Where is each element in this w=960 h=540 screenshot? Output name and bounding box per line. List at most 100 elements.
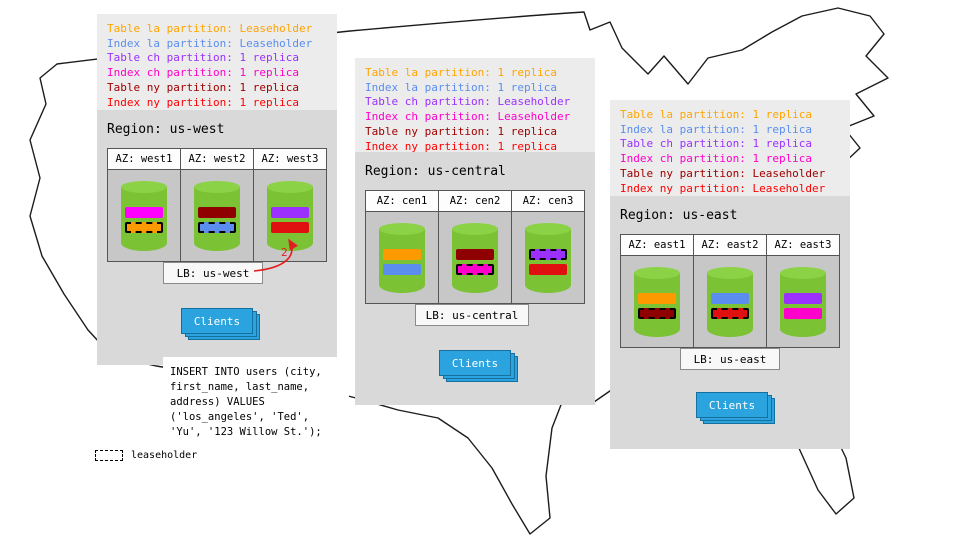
legend-line: Index ny partition: Leaseholder (620, 181, 826, 195)
az-cell (693, 256, 766, 348)
legend-line: Table ny partition: 1 replica (107, 80, 300, 94)
load-balancer-central: LB: us-central (415, 304, 529, 326)
sql-line: ('los_angeles', 'Ted', (170, 411, 310, 423)
partition-bar (529, 263, 567, 275)
clients-west: Clients (181, 308, 260, 340)
cylinder-body (780, 272, 826, 337)
leaseholder-swatch-icon (95, 450, 123, 461)
database-cylinder (267, 180, 313, 251)
legend-line: Table ch partition: 1 replica (620, 137, 813, 151)
legend-line: Table ny partition: Leaseholder (620, 166, 826, 180)
cylinder-top (121, 180, 167, 193)
partition-bar (198, 221, 236, 233)
legend-line: Table ch partition: Leaseholder (365, 95, 571, 109)
arrow-annotation: 2 (281, 246, 288, 259)
az-header: AZ: cen2 (438, 190, 511, 212)
sql-line: 'Yu', '123 Willow St.'); (170, 426, 322, 438)
partition-bar (784, 307, 822, 319)
cylinder-body (525, 228, 571, 293)
legend-line: Index la partition: 1 replica (620, 122, 813, 136)
sql-line: address) VALUES (170, 396, 265, 408)
cylinder-top (634, 266, 680, 279)
az-header: AZ: east3 (766, 234, 840, 256)
az-cell (107, 170, 180, 262)
az-table-central: AZ: cen1 AZ: cen2 AZ: cen3 (365, 190, 585, 304)
partition-legend-east: Table la partition: 1 replica Index la p… (610, 100, 850, 205)
legend-line: Table la partition: Leaseholder (107, 22, 313, 35)
partition-bar (125, 221, 163, 233)
az-cell (438, 212, 511, 304)
partition-bar (456, 263, 494, 275)
database-cylinder (525, 222, 571, 293)
database-cylinder (452, 222, 498, 293)
cylinder-body (121, 186, 167, 251)
partition-bar (271, 221, 309, 233)
az-cell (620, 256, 693, 348)
cylinder-top (267, 180, 313, 193)
az-header: AZ: cen3 (511, 190, 585, 212)
cylinder-top (780, 266, 826, 279)
az-cell (180, 170, 253, 262)
legend-line: Table la partition: 1 replica (365, 66, 558, 79)
partition-bar (638, 292, 676, 304)
region-title: Region: us-central (365, 164, 506, 179)
legend-line: Index ny partition: 1 replica (365, 139, 558, 153)
cylinder-body (379, 228, 425, 293)
partition-bar (784, 292, 822, 304)
region-us-east: Region: us-east AZ: east1 AZ: east2 AZ: … (610, 196, 850, 449)
clients-label: Clients (696, 392, 768, 418)
partition-bar (383, 248, 421, 260)
sql-line: first_name, last_name, (170, 381, 310, 393)
partition-bar (711, 307, 749, 319)
legend-line: Index ch partition: 1 replica (107, 66, 300, 80)
az-header: AZ: west1 (107, 148, 180, 170)
region-title: Region: us-east (620, 208, 738, 223)
database-cylinder (634, 266, 680, 337)
sql-line: INSERT INTO users (city, (170, 366, 322, 378)
cylinder-top (525, 222, 571, 235)
partition-bar (198, 206, 236, 218)
region-us-west: Region: us-west AZ: west1 AZ: west2 AZ: … (97, 110, 337, 365)
az-header: AZ: west2 (180, 148, 253, 170)
database-cylinder (121, 180, 167, 251)
az-cell (365, 212, 438, 304)
legend-line: Index la partition: 1 replica (365, 80, 558, 94)
clients-central: Clients (439, 350, 518, 382)
az-cell (766, 256, 840, 348)
partition-bar (529, 248, 567, 260)
partition-bar (271, 206, 309, 218)
az-cell (511, 212, 585, 304)
region-title: Region: us-west (107, 122, 225, 137)
az-header: AZ: east2 (693, 234, 766, 256)
legend-line: Table ny partition: 1 replica (365, 124, 558, 138)
cylinder-body (452, 228, 498, 293)
az-table-east: AZ: east1 AZ: east2 AZ: east3 (620, 234, 840, 348)
cylinder-body (634, 272, 680, 337)
cylinder-body (707, 272, 753, 337)
partition-legend-west: Table la partition: Leaseholder Index la… (97, 14, 337, 119)
az-table-west: AZ: west1 AZ: west2 AZ: west3 (107, 148, 327, 262)
cylinder-top (194, 180, 240, 193)
cylinder-top (452, 222, 498, 235)
partition-legend-central: Table la partition: 1 replica Index la p… (355, 58, 595, 163)
sql-statement: INSERT INTO users (city, first_name, las… (163, 357, 349, 448)
clients-east: Clients (696, 392, 775, 424)
legend-line: Index ch partition: Leaseholder (365, 110, 571, 124)
region-us-central: Region: us-central AZ: cen1 AZ: cen2 AZ:… (355, 152, 595, 405)
az-cell (253, 170, 327, 262)
load-balancer-west: LB: us-west (163, 262, 263, 284)
partition-bar (125, 206, 163, 218)
partition-bar (383, 263, 421, 275)
partition-bar (638, 307, 676, 319)
database-cylinder (707, 266, 753, 337)
legend-line: Table la partition: 1 replica (620, 108, 813, 121)
legend-line: Index la partition: Leaseholder (107, 36, 313, 50)
az-header: AZ: west3 (253, 148, 327, 170)
cylinder-top (379, 222, 425, 235)
cylinder-body (194, 186, 240, 251)
legend-line: Index ch partition: 1 replica (620, 152, 813, 166)
legend-line: Table ch partition: 1 replica (107, 51, 300, 65)
partition-bar (711, 292, 749, 304)
az-header: AZ: east1 (620, 234, 693, 256)
database-cylinder (194, 180, 240, 251)
